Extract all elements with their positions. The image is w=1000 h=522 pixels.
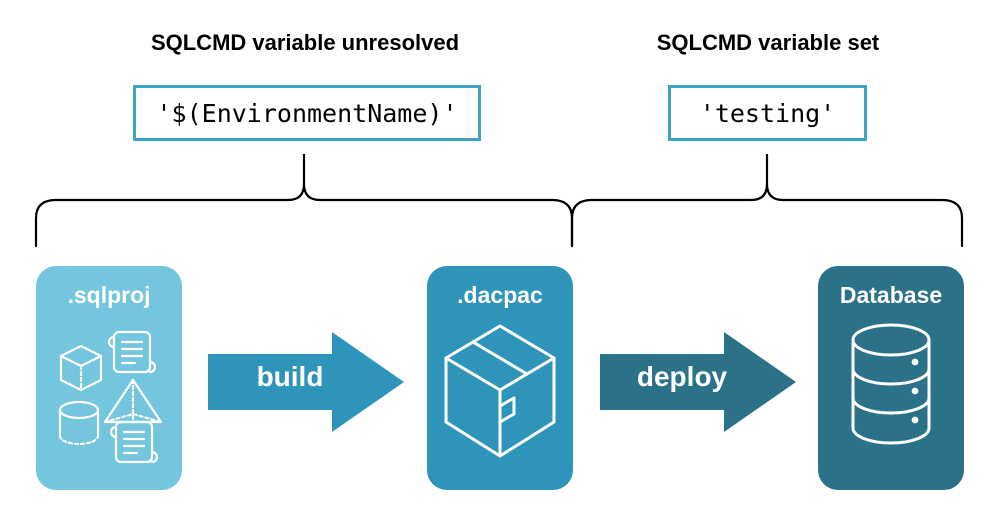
stage-label-database: Database [839, 282, 943, 308]
cube-icon [59, 344, 103, 392]
section-title-left: SQLCMD variable unresolved [150, 30, 460, 55]
brace-left [34, 154, 574, 248]
stage-label-dacpac: .dacpac [457, 282, 543, 308]
pyramid-icon [103, 378, 163, 424]
brace-right [570, 154, 964, 248]
dacpac-icon-group [427, 318, 573, 464]
database-icon-group [818, 318, 964, 454]
script-scroll-icon [109, 420, 159, 464]
arrow-deploy [600, 332, 796, 432]
stage-box-sqlproj: .sqlproj [36, 266, 182, 490]
stage-box-database: Database [818, 266, 964, 490]
stage-box-dacpac: .dacpac [427, 266, 573, 490]
sqlproj-icon-group [36, 318, 182, 470]
arrow-label-deploy: deploy [636, 361, 728, 392]
cylinder-icon [58, 400, 100, 446]
script-scroll-icon [107, 330, 157, 374]
code-value-box-unresolved: '$(EnvironmentName)' [133, 85, 481, 141]
stage-label-sqlproj: .sqlproj [67, 282, 151, 308]
package-box-icon [444, 324, 556, 458]
arrow-label-build: build [256, 361, 324, 392]
code-value-box-set: 'testing' [668, 85, 867, 141]
arrow-build [208, 332, 404, 432]
section-title-right: SQLCMD variable set [656, 30, 880, 55]
database-cylinder-icon [851, 323, 931, 445]
